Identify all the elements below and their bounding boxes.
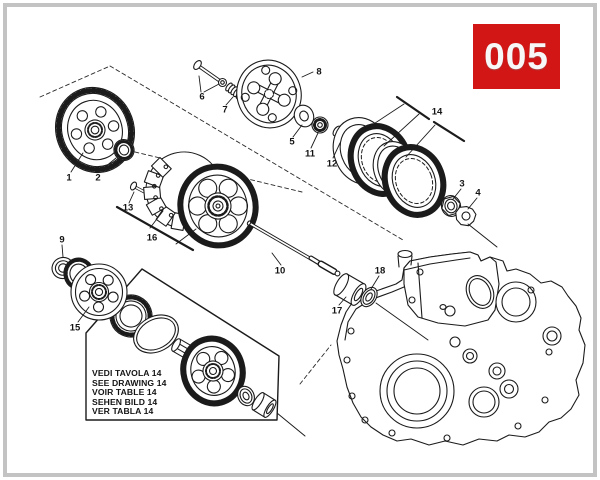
callout-18: 18 xyxy=(374,265,386,277)
part-push-rod-10 xyxy=(246,220,341,277)
callout-1: 1 xyxy=(66,172,72,184)
note-box-text: VEDI TAVOLA 14 SEE DRAWING 14 VOIR TABLE… xyxy=(92,368,167,417)
insert-driven-gear xyxy=(180,335,246,407)
callout-5: 5 xyxy=(289,136,295,148)
callout-12: 12 xyxy=(326,158,338,170)
part-bushing-17 xyxy=(333,273,367,306)
callout-4: 4 xyxy=(475,187,481,199)
callout-3: 3 xyxy=(459,178,465,190)
callout-13: 13 xyxy=(122,202,134,214)
callout-7: 7 xyxy=(222,104,228,116)
part-hub-15 xyxy=(70,263,128,321)
part-tab-washer-4 xyxy=(455,205,477,227)
part-lock-washer-2 xyxy=(113,139,135,161)
note-line-fr: VOIR TABLE 14 xyxy=(92,387,157,398)
part-washer-5 xyxy=(293,104,315,128)
callout-9: 9 xyxy=(59,234,65,246)
note-line-en: SEE DRAWING 14 xyxy=(92,377,167,388)
insert-ring xyxy=(133,314,179,354)
callout-15: 15 xyxy=(69,322,81,334)
note-line-es: VER TABLA 14 xyxy=(92,406,154,417)
part-nut-3 xyxy=(440,195,462,217)
part-pressure-plate-8 xyxy=(236,59,302,129)
callout-6: 6 xyxy=(199,91,205,103)
callout-16: 16 xyxy=(146,232,158,244)
callout-17: 17 xyxy=(331,305,343,317)
callout-8: 8 xyxy=(316,66,322,78)
engine-crankcase xyxy=(336,249,586,446)
insert-washer xyxy=(237,385,255,407)
bracket-lines xyxy=(115,95,466,252)
part-seal-washer-18 xyxy=(360,286,378,308)
callout-11: 11 xyxy=(304,148,316,160)
note-line-it: VEDI TAVOLA 14 xyxy=(92,368,162,378)
part-primary-gear-1 xyxy=(54,86,136,174)
part-clutch-sprocket-16 xyxy=(177,163,259,249)
insert-bushing xyxy=(251,392,277,418)
callout-10: 10 xyxy=(274,265,286,277)
callout-2: 2 xyxy=(95,172,101,184)
part-screw-6 xyxy=(193,60,228,88)
plate-number-badge: 005 xyxy=(473,24,560,89)
note-line-de: SEHEN BILD 14 xyxy=(92,396,158,407)
crankcase-bolt-holes xyxy=(343,268,553,442)
part-clutch-plates-14 xyxy=(332,117,447,218)
part-bearing-11 xyxy=(311,116,329,134)
callout-14: 14 xyxy=(431,106,443,118)
leader-lines xyxy=(61,71,478,323)
